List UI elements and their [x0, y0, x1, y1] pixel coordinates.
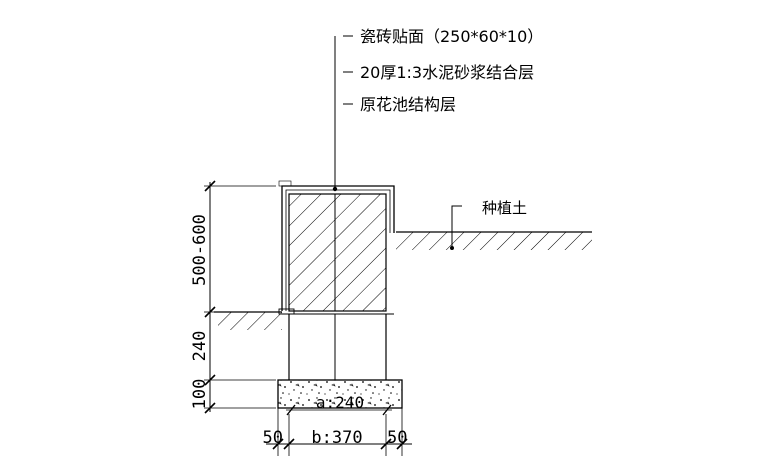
planter-wall — [288, 193, 387, 312]
callout-existing-structure: 原花池结构层 — [360, 95, 456, 114]
dim-planter-height: 500-600 — [190, 214, 210, 286]
concrete-footing — [277, 379, 403, 409]
dim-footing-height: 100 — [190, 379, 210, 410]
callout-tile-facing: 瓷砖贴面（250*60*10） — [360, 27, 543, 46]
dim-wall-height: 240 — [190, 331, 210, 362]
callout-planting-soil: 种植土 — [482, 199, 527, 217]
existing-ground — [214, 311, 282, 330]
dim-right-offset: 50 — [387, 428, 407, 448]
dim-footing-width: b:370 — [311, 428, 362, 448]
tile-facing — [278, 180, 395, 315]
dim-wall-width: a:240 — [316, 393, 364, 412]
dim-left-offset: 50 — [263, 428, 283, 448]
planting-soil — [396, 231, 592, 250]
horizontal-dimension — [266, 408, 412, 456]
vertical-dimension — [204, 180, 276, 414]
foundation-wall — [288, 314, 387, 380]
callout-leader — [332, 35, 353, 192]
callout-mortar-bed: 20厚1:3水泥砂浆结合层 — [360, 63, 534, 82]
soil-leader — [450, 205, 462, 250]
inner-dimension — [286, 404, 392, 416]
